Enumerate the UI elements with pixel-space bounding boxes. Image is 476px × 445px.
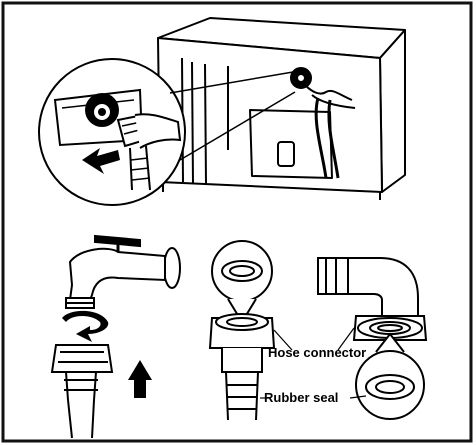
rubber-seal-label: Rubber seal xyxy=(264,390,338,405)
washing-machine-illustration xyxy=(158,18,405,200)
hose-connector-label: Hose connector xyxy=(268,345,366,360)
